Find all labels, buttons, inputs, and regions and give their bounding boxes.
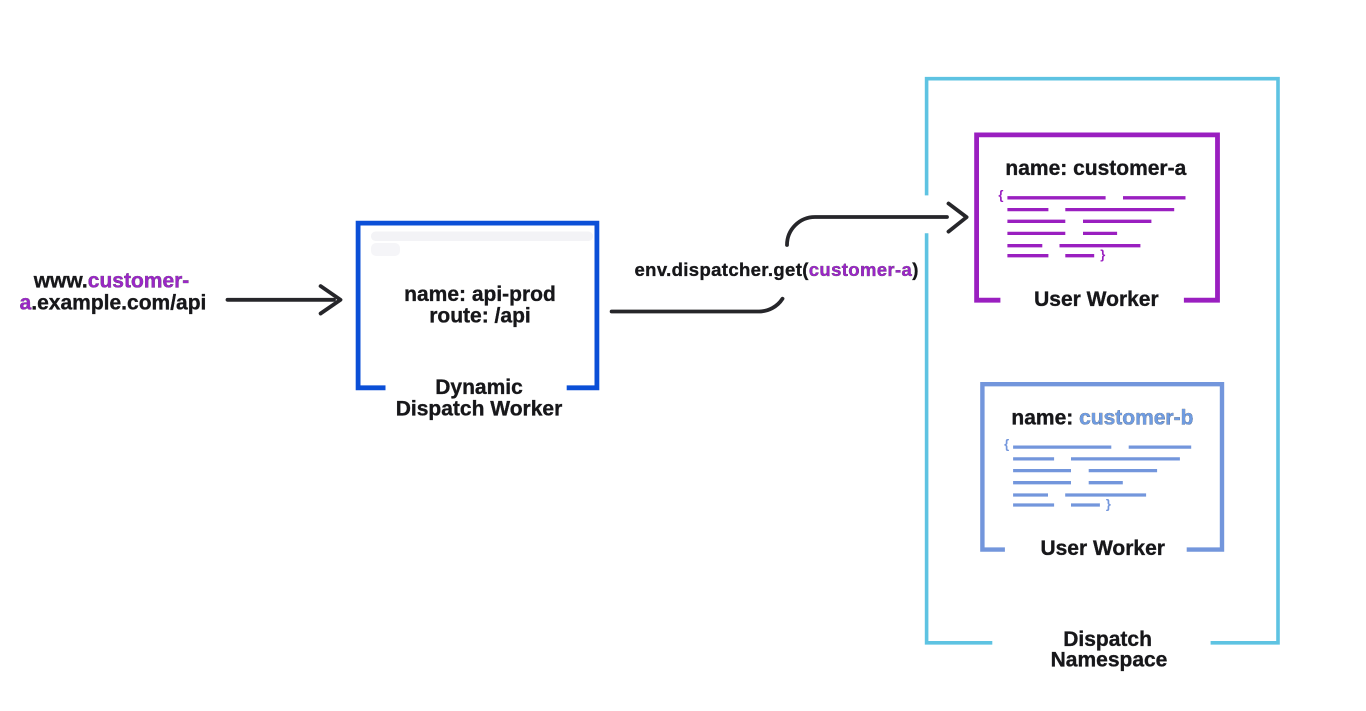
svg-text:name: api-prod: name: api-prod	[404, 283, 556, 306]
svg-text:{: {	[1004, 437, 1009, 452]
svg-text:}: }	[1100, 247, 1105, 262]
svg-text:User Worker: User Worker	[1040, 537, 1165, 560]
svg-text:name: customer-b: name: customer-b	[1011, 406, 1193, 429]
svg-text:User Worker: User Worker	[1034, 288, 1159, 311]
svg-text:route: /api: route: /api	[429, 305, 531, 328]
svg-text:env.dispatcher.get(customer-a): env.dispatcher.get(customer-a)	[635, 259, 919, 280]
svg-text:name: customer-a: name: customer-a	[1005, 157, 1186, 180]
svg-text:a.example.com/api: a.example.com/api	[20, 292, 207, 315]
svg-text:Dispatch Worker: Dispatch Worker	[396, 397, 563, 420]
svg-text:www.customer-: www.customer-	[33, 270, 190, 293]
svg-text:Dispatch: Dispatch	[1063, 628, 1152, 651]
svg-text:}: }	[1106, 497, 1111, 512]
svg-text:Dynamic: Dynamic	[435, 376, 523, 399]
svg-text:{: {	[998, 187, 1003, 202]
svg-text:Namespace: Namespace	[1051, 649, 1168, 672]
